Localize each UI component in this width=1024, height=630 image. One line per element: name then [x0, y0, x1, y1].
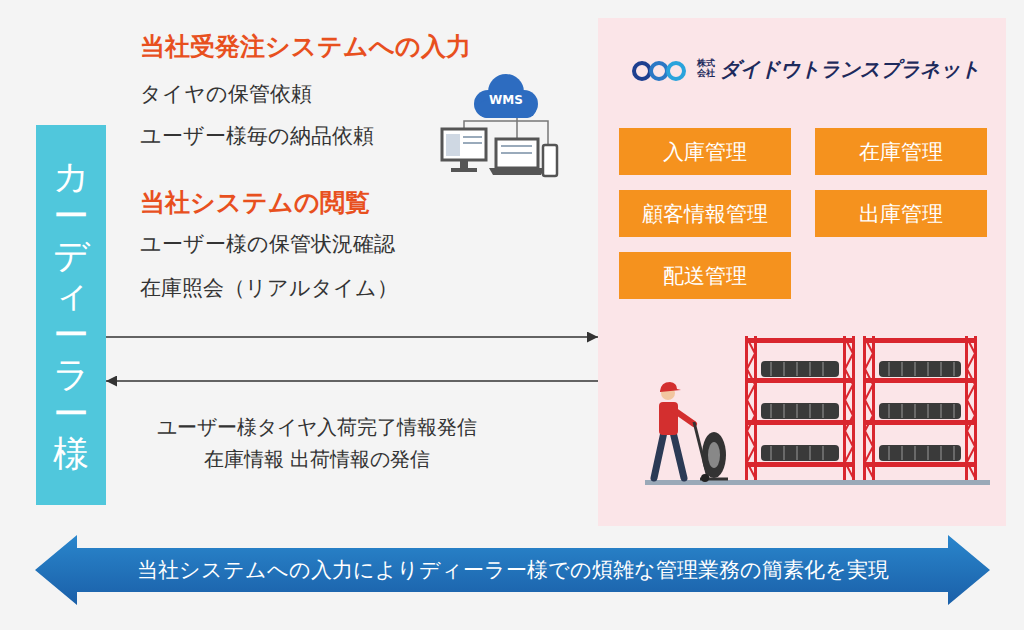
summary-text: 当社システムへの入力によりディーラー様での煩雑な管理業務の簡素化を実現: [137, 556, 889, 584]
flow-arrow: [106, 336, 598, 338]
wms-icon: [488, 74, 524, 110]
wms-icon: [464, 121, 548, 144]
wms-icon: [501, 152, 532, 154]
flow-arrow: [106, 380, 598, 382]
flow-label: ユーザー様タイヤ入荷完了情報発信 在庫情報 出荷情報の発信: [151, 411, 483, 475]
function-name: 在庫管理: [859, 138, 943, 166]
wms-icon: [446, 134, 460, 156]
item-text: 在庫照会（リアルタイム）: [140, 274, 398, 302]
company-type: 株式会社: [697, 59, 717, 79]
customer-name: カーディーラー様: [53, 157, 89, 474]
item-text: ユーザー様毎の納品依頼: [140, 122, 374, 150]
wms-icon: [463, 136, 482, 138]
function-name: 入庫管理: [663, 138, 747, 166]
section-heading: 当社受発注システムへの入力: [140, 30, 471, 63]
wms-icon: [460, 160, 468, 169]
wms-icon: [442, 129, 486, 160]
customer-bar: カーディーラー様: [36, 125, 106, 505]
section-heading: 当社システムの閲覧: [140, 186, 370, 219]
wms-icon: [463, 142, 482, 144]
company-panel: 株式会社ダイドウトランスプラネット入庫管理 在庫管理顧客情報管理 出庫管理配送管理: [598, 18, 1006, 526]
function-box: 入庫管理: [619, 128, 791, 175]
double-arrow-shape: [35, 535, 990, 605]
summary-arrow-band: 当社システムへの入力によりディーラー様での煩雑な管理業務の簡素化を実現: [35, 535, 990, 605]
item-text: タイヤの保管依頼: [140, 80, 312, 108]
wms-icon: [451, 168, 477, 172]
wms-icon: [489, 168, 545, 175]
function-box: 出庫管理: [815, 190, 987, 237]
function-box: 在庫管理: [815, 128, 987, 175]
icon-label: WMS: [489, 93, 523, 107]
function-name: 配送管理: [663, 262, 747, 290]
function-box: 顧客情報管理: [619, 190, 791, 237]
function-box: 配送管理: [619, 252, 791, 299]
function-name: 出庫管理: [859, 200, 943, 228]
wms-icon: [501, 145, 532, 147]
wms-icon: [543, 145, 557, 176]
function-name: 顧客情報管理: [642, 200, 768, 228]
item-text: ユーザー様の保管状況確認: [140, 230, 395, 258]
company-name: ダイドウトランスプラネット: [720, 56, 980, 83]
wms-icon: [516, 118, 518, 138]
wms-icon: [496, 139, 538, 168]
wms-icon: [442, 74, 557, 176]
